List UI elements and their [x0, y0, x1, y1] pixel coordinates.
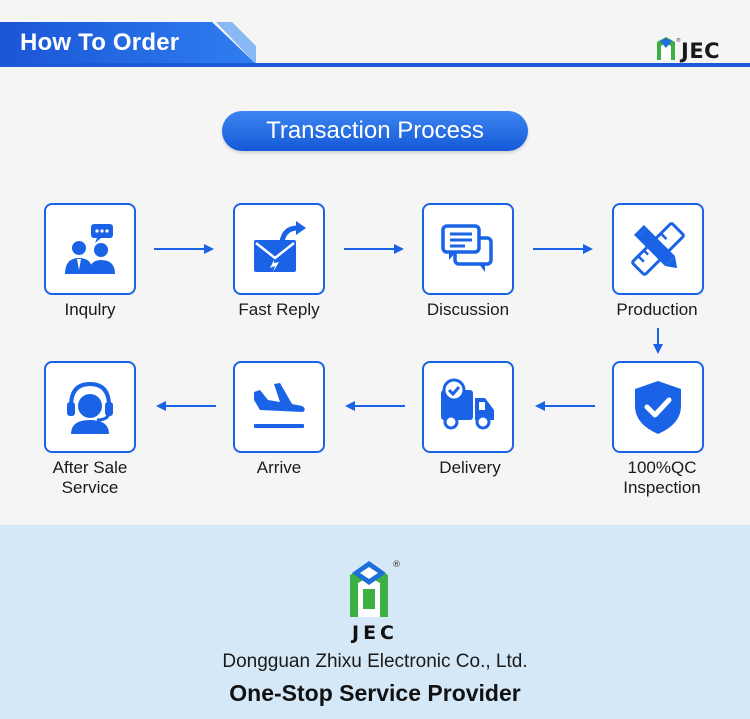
chat-users-icon	[65, 224, 115, 274]
envelope-reply-icon	[254, 221, 306, 272]
step-delivery	[422, 361, 514, 453]
step-label-inquiry: Inqulry	[64, 300, 116, 319]
chat-bubbles-icon	[441, 224, 493, 272]
arrow-right-icon	[344, 244, 404, 254]
step-fast-reply	[233, 203, 325, 295]
step-label-arrive: Arrive	[256, 458, 302, 477]
step-discussion	[422, 203, 514, 295]
section-title-pill: Transaction Process	[222, 111, 528, 151]
step-inquiry	[44, 203, 136, 295]
step-label-discussion: Discussion	[426, 300, 510, 319]
step-label-delivery: Delivery	[439, 458, 501, 477]
header-bar: How To Order ® JEC	[0, 0, 750, 68]
slogan: One-Stop Service Provider	[229, 680, 521, 706]
brand-name: JEC	[681, 39, 721, 63]
company-name: Dongguan Zhixu Electronic Co., Ltd.	[222, 651, 528, 672]
step-label-after-sale-line1: After Sale	[52, 458, 128, 477]
arrow-right-icon	[154, 244, 214, 254]
arrow-left-icon	[156, 401, 216, 411]
shield-check-icon	[635, 381, 681, 434]
step-label-qc-line1: 100%QC	[627, 458, 697, 477]
step-label-qc-inspection: 100%QC Inspection	[597, 458, 727, 498]
step-label-after-sale: After Sale Service	[25, 458, 155, 498]
svg-text:®: ®	[392, 560, 401, 570]
arrow-left-icon	[345, 401, 405, 411]
jec-logo-icon: ®	[657, 37, 681, 60]
arrow-right-icon	[533, 244, 593, 254]
plane-landing-icon	[254, 383, 305, 428]
step-label-after-sale-line2: Service	[61, 478, 119, 497]
truck-check-icon	[441, 378, 494, 430]
arrow-left-icon	[535, 401, 595, 411]
arrow-down-icon	[653, 328, 663, 354]
jec-logo-icon: ®	[350, 560, 401, 617]
footer-brand-name: JEC	[352, 622, 398, 644]
step-production	[612, 203, 704, 295]
header-divider	[0, 63, 750, 67]
svg-text:®: ®	[676, 37, 681, 44]
step-label-fast-reply: Fast Reply	[238, 300, 320, 319]
step-label-qc-line2: Inspection	[623, 478, 701, 497]
headset-agent-icon	[67, 381, 113, 434]
step-label-production: Production	[616, 300, 698, 319]
section-title: Transaction Process	[266, 117, 484, 144]
ruler-pencil-icon	[631, 222, 685, 276]
step-after-sale	[44, 361, 136, 453]
footer-panel	[0, 525, 750, 719]
header-tab-shape	[0, 22, 256, 64]
page-title: How To Order	[20, 29, 180, 56]
step-qc-inspection	[612, 361, 704, 453]
step-arrive	[233, 361, 325, 453]
